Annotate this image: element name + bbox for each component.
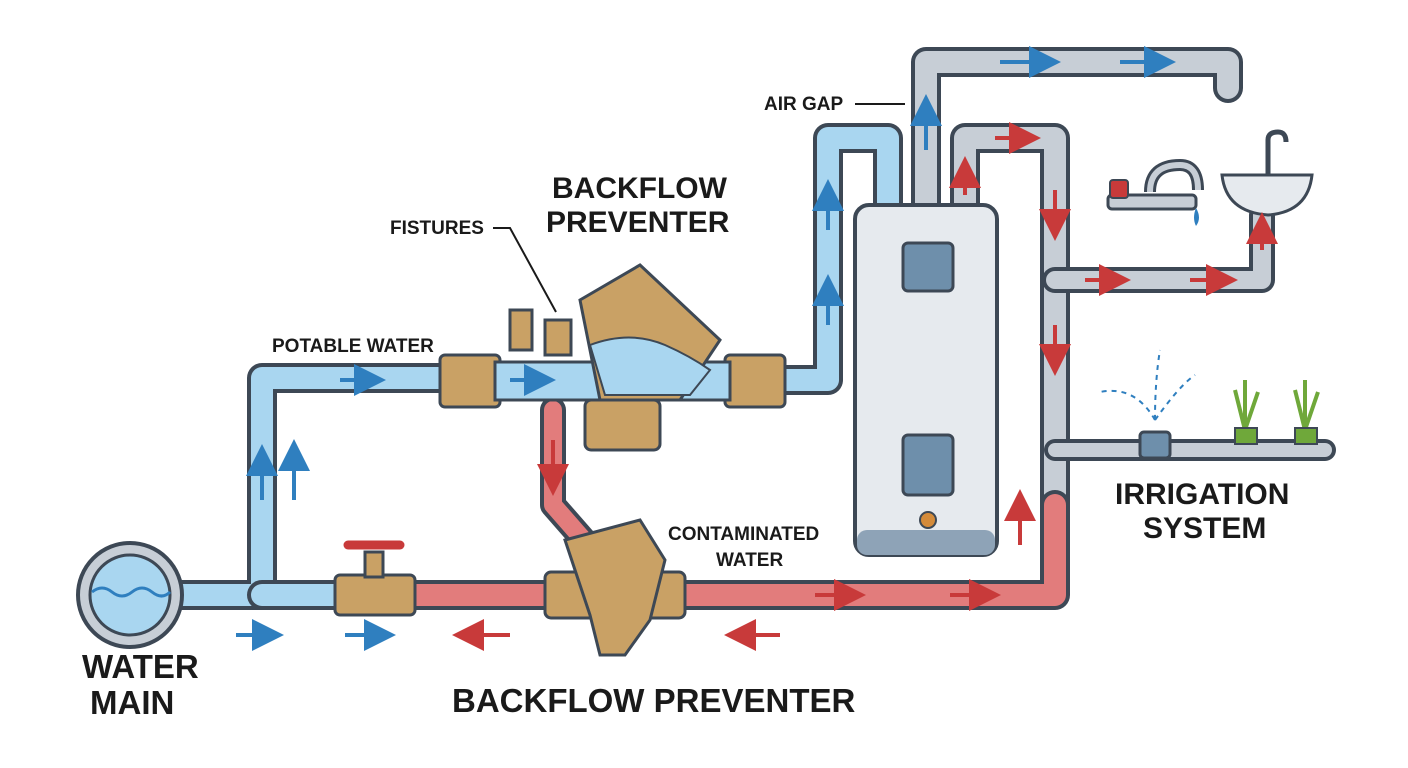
potable-water-label: POTABLE WATER xyxy=(272,336,434,357)
irrigation-label-line2: SYSTEM xyxy=(1143,512,1266,545)
potable-supply-pipe xyxy=(165,363,455,610)
preventer-outlet-pipe xyxy=(755,123,903,395)
faucet-icon xyxy=(1106,158,1204,226)
gate-valve-icon xyxy=(333,540,417,617)
water-main-label-line2: MAIN xyxy=(90,684,174,721)
water-heater-icon xyxy=(853,203,999,557)
top-preventer-label-line1: BACKFLOW xyxy=(552,172,728,205)
backflow-preventer-icon xyxy=(438,263,787,452)
plant-icon xyxy=(1233,380,1320,445)
labels: WATER MAIN POTABLE WATER FISTURES BACKFL… xyxy=(82,94,1289,721)
y-strainer-icon xyxy=(543,518,687,657)
fistures-label: FISTURES xyxy=(390,218,484,239)
fistures-leader-line xyxy=(493,227,557,313)
air-gap-label: AIR GAP xyxy=(764,94,844,115)
sink-icon xyxy=(1220,129,1314,217)
sink-branch-pipe xyxy=(1042,202,1275,293)
sprinkler-icon xyxy=(1099,349,1196,460)
contaminated-water-label-line1: CONTAMINATED xyxy=(668,524,819,545)
cross-connection-pipe xyxy=(540,397,601,558)
top-preventer-label-line2: PREVENTER xyxy=(546,206,730,239)
contaminated-water-label-line2: WATER xyxy=(716,550,783,571)
irrigation-label-line1: IRRIGATION xyxy=(1115,478,1289,511)
water-main-icon xyxy=(76,541,184,649)
flow-arrows xyxy=(236,46,1278,651)
bottom-preventer-label: BACKFLOW PREVENTER xyxy=(452,682,856,719)
water-main-label-line1: WATER xyxy=(82,648,199,685)
